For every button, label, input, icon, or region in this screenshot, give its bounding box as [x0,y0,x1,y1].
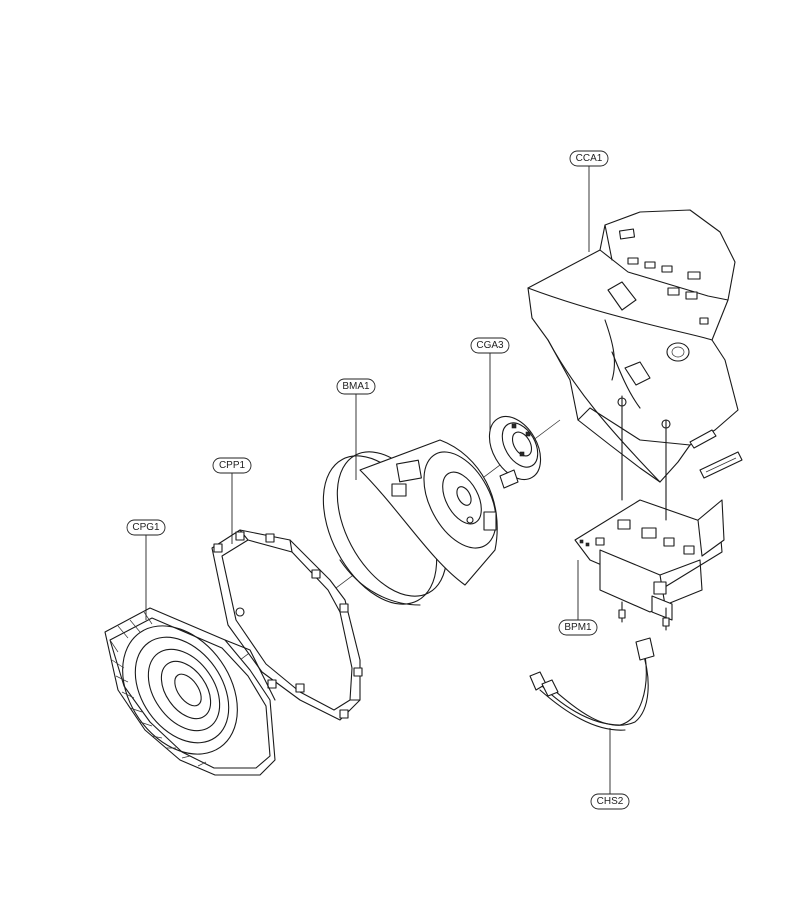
part-cca1-housing [527,209,739,483]
label-bpm1: BPM1 [564,622,592,633]
callout-chs2: CHS2 [590,793,630,810]
callout-cca1: CCA1 [569,150,609,167]
label-cpp1: CPP1 [219,460,246,471]
part-bpm1-pcb [574,499,725,621]
label-cca1: CCA1 [576,153,603,164]
callout-cpp1: CPP1 [212,457,252,474]
part-cga3-ring [488,416,542,489]
callout-bpm1: BPM1 [558,619,598,636]
part-cpp1-plate [211,529,363,721]
label-cpg1: CPG1 [132,522,160,533]
leader-lines [145,166,611,796]
label-bma1: BMA1 [342,381,370,392]
callout-cpg1: CPG1 [126,519,166,536]
screws [618,395,670,631]
part-bma1-motor [322,439,498,606]
callout-cga3: CGA3 [470,337,510,354]
callout-bma1: BMA1 [336,378,376,395]
label-chs2: CHS2 [597,796,624,807]
part-cpg1-grille [104,607,276,776]
label-cga3: CGA3 [476,340,504,351]
part-chs2-harness [529,637,655,731]
